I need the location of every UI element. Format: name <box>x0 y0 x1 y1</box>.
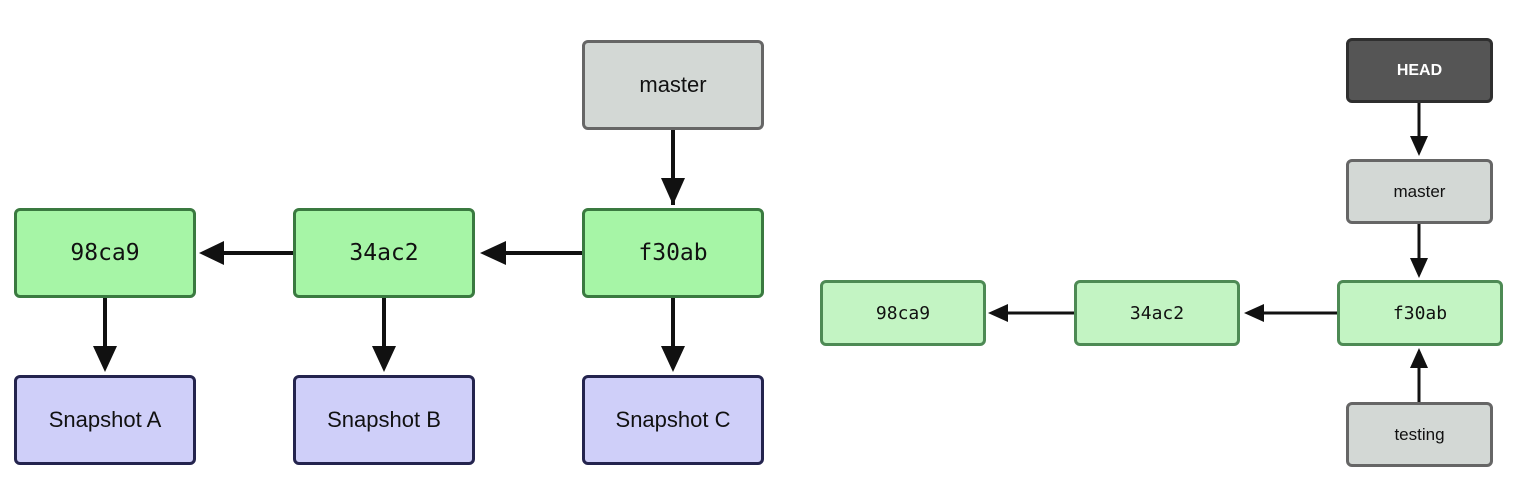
commit-f30ab-right: f30ab <box>1337 280 1503 346</box>
snapshot-b: Snapshot B <box>293 375 475 465</box>
commit-98ca9: 98ca9 <box>14 208 196 298</box>
head-pointer: HEAD <box>1346 38 1493 103</box>
testing-branch-label: testing <box>1346 402 1493 467</box>
master-branch-label-right: master <box>1346 159 1493 224</box>
commit-34ac2-right: 34ac2 <box>1074 280 1240 346</box>
snapshot-c: Snapshot C <box>582 375 764 465</box>
commit-34ac2: 34ac2 <box>293 208 475 298</box>
master-branch-label: master <box>582 40 764 130</box>
commit-98ca9-right: 98ca9 <box>820 280 986 346</box>
commit-f30ab: f30ab <box>582 208 764 298</box>
snapshot-a: Snapshot A <box>14 375 196 465</box>
